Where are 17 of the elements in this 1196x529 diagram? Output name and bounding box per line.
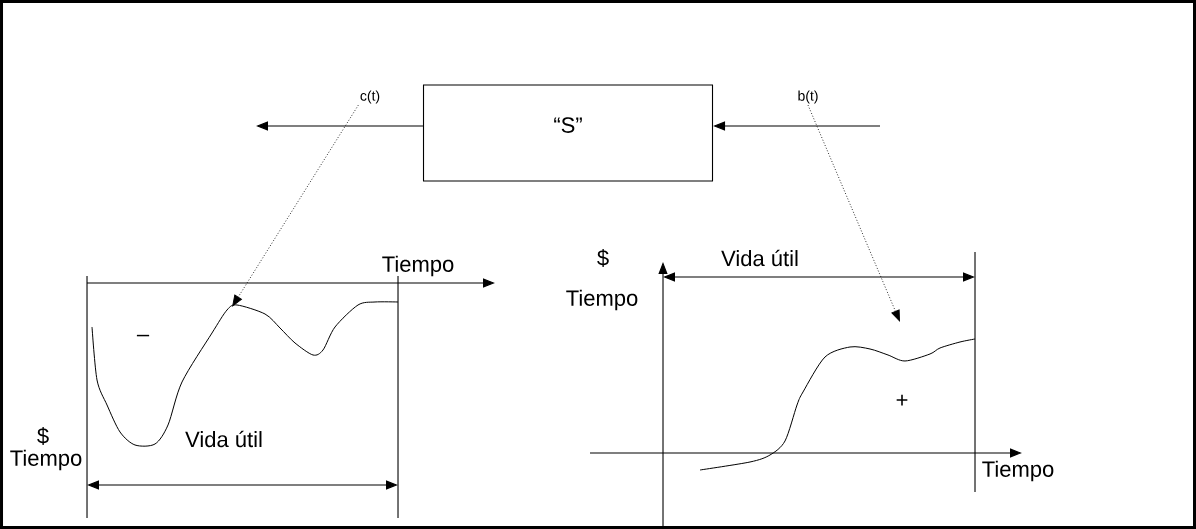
leader-line xyxy=(232,104,359,307)
axis-label: Tiempo xyxy=(382,255,454,277)
dimension-label: Vida útil xyxy=(185,430,262,448)
curve-drawing xyxy=(699,338,976,471)
system-box: “S” xyxy=(422,84,714,182)
axis-label: Tiempo xyxy=(566,289,638,311)
leader-line xyxy=(807,104,900,322)
signal-label: c(t) xyxy=(360,90,380,104)
signal-label: b(t) xyxy=(798,90,818,104)
sign-label: – xyxy=(136,334,150,337)
axis-label: $ xyxy=(37,427,49,445)
axis-label: Tiempo xyxy=(10,449,82,471)
axis-label: $ xyxy=(597,249,609,267)
sign-label: + xyxy=(896,394,908,406)
dimension-label: Vida útil xyxy=(721,249,798,267)
curve-drawing xyxy=(91,301,399,447)
axis-label: Tiempo xyxy=(982,460,1054,482)
